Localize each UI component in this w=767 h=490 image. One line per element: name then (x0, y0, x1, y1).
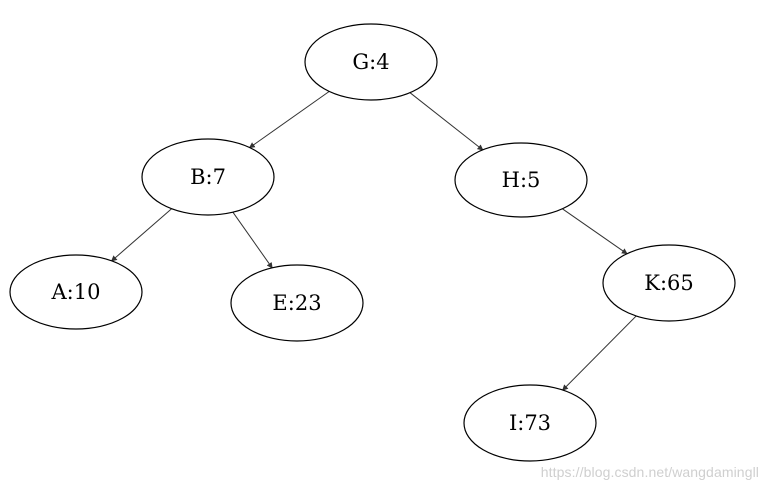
edges-layer (110, 90, 637, 391)
tree-node-h: H:5 (454, 142, 588, 218)
node-label-k: K:65 (644, 271, 694, 295)
edge-h-k (562, 208, 628, 255)
nodes-layer: G:4B:7 H:5A:10 E:23 K:65I:73 (9, 23, 736, 462)
watermark-text: https://blog.csdn.net/wangdamingll (540, 464, 759, 480)
node-ellipse-h (454, 142, 588, 218)
node-ellipse-b (141, 138, 275, 216)
node-label-b: B:7 (190, 165, 226, 189)
node-ellipse-g (304, 23, 438, 101)
node-label-a: A:10 (51, 280, 101, 304)
tree-node-b: B:7 (141, 138, 275, 216)
tree-node-g: G:4 (304, 23, 438, 101)
tree-node-a: A:10 (9, 254, 143, 330)
tree-node-i: I:73 (463, 384, 597, 462)
edge-g-b (248, 90, 330, 149)
node-ellipse-i (463, 384, 597, 462)
edge-k-i (562, 315, 637, 391)
tree-node-k: K:65 (602, 244, 736, 322)
edge-b-e (232, 211, 273, 269)
node-ellipse-k (602, 244, 736, 322)
node-label-g: G:4 (352, 50, 389, 74)
node-label-i: I:73 (509, 411, 551, 435)
node-ellipse-a (9, 254, 143, 330)
node-label-e: E:23 (272, 291, 321, 315)
node-label-h: H:5 (502, 168, 541, 192)
node-ellipse-e (230, 264, 364, 342)
edge-g-h (409, 92, 484, 151)
edge-b-a (110, 208, 172, 262)
tree-node-e: E:23 (230, 264, 364, 342)
